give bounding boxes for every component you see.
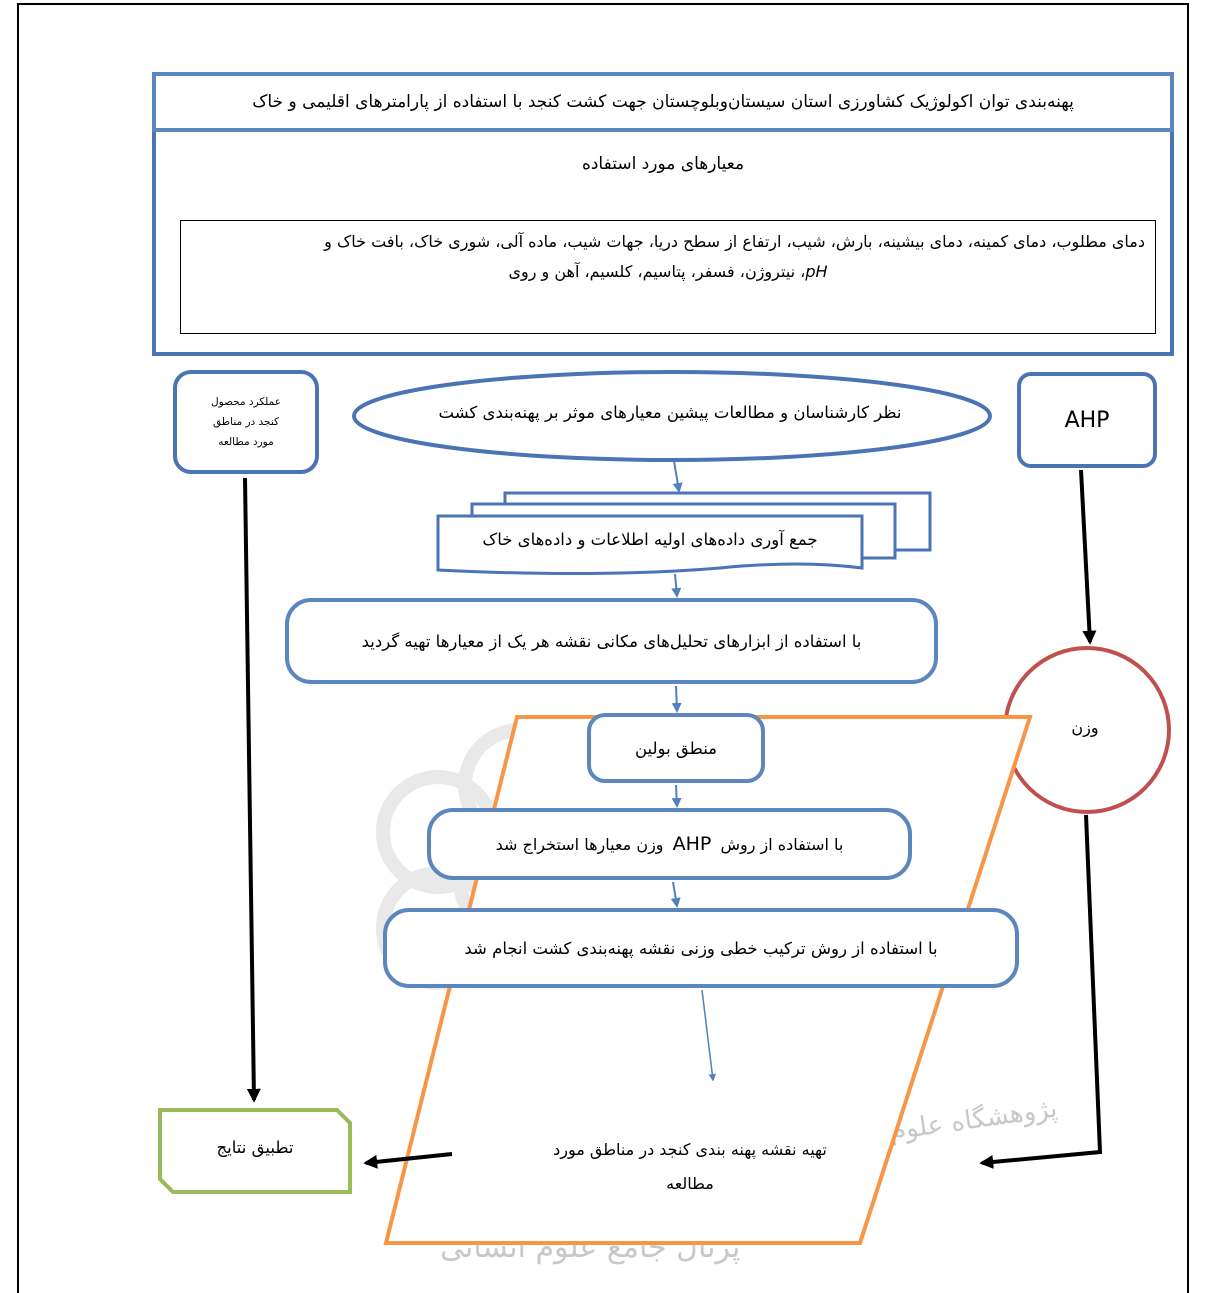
results-box-label: تطبیق نتایج	[216, 1138, 294, 1157]
criteria-section: معیارهای مورد استفاده دمای مطلوب، دمای ک…	[152, 132, 1174, 356]
arrow-boolean-to-ahp	[671, 784, 682, 808]
boolean-step-label: منطق بولین	[634, 738, 718, 758]
expert-ellipse	[352, 370, 992, 462]
page-frame	[17, 3, 1189, 1293]
criteria-line-2: pH، نیتروژن، فسفر، پتاسیم، کلسیم، آهن و …	[191, 257, 1145, 287]
map-line-2: مطالعه	[666, 1174, 714, 1193]
wlc-step-label: با استفاده از روش ترکیب خطی وزنی نقشه په…	[464, 938, 938, 958]
arrow-stack-to-gis	[671, 573, 682, 598]
ahp-box-label: AHP	[1064, 407, 1110, 433]
arrow-weight-to-map	[979, 814, 1103, 1169]
results-box-shape	[158, 1108, 352, 1194]
yield-line-1: عملکرد محصول	[211, 396, 281, 408]
criteria-heading: معیارهای مورد استفاده	[581, 154, 745, 174]
arrow-ellipse-to-stack	[672, 460, 683, 493]
ahp-step-prefix: با استفاده از روش	[720, 835, 844, 854]
criteria-list: دمای مطلوب، دمای کمینه، دمای بیشینه، بار…	[180, 220, 1156, 334]
criteria-line-1: دمای مطلوب، دمای کمینه، دمای بیشینه، بار…	[324, 232, 1145, 251]
arrow-ahp-to-wlc	[670, 881, 681, 908]
arrow-ahp-to-weight	[1079, 469, 1097, 645]
arrow-yield-to-results	[243, 477, 261, 1103]
map-line-1: تهیه نقشه پهنه بندی کنجد در مناطق مورد	[553, 1140, 827, 1159]
ahp-step-box: با استفاده از روش AHP وزن معیارها استخرا…	[427, 808, 912, 880]
gis-step-box: با استفاده از ابزارهای تحلیل‌های مکانی ن…	[285, 598, 938, 684]
map-parallelogram-label: تهیه نقشه پهنه بندی کنجد در مناطق مورد م…	[490, 1133, 890, 1201]
yield-line-3: مورد مطالعه	[218, 436, 274, 448]
ahp-step-text: با استفاده از روش AHP وزن معیارها استخرا…	[496, 833, 844, 855]
criteria-ph: pH	[805, 262, 828, 281]
weight-circle-label: وزن	[1071, 718, 1099, 737]
diagram-title-text: پهنه‌بندی توان اکولوژیک کشاورزی استان سی…	[252, 92, 1074, 112]
yield-line-2: کنجد در مناطق	[213, 416, 279, 428]
ahp-step-suffix: وزن معیارها استخراج شد	[495, 835, 664, 854]
arrow-wlc-to-parallelogram	[701, 989, 716, 1082]
diagram-title: پهنه‌بندی توان اکولوژیک کشاورزی استان سی…	[152, 72, 1174, 132]
ahp-step-method: AHP	[672, 833, 712, 855]
arrow-map-to-results	[363, 1152, 453, 1169]
expert-ellipse-label: نظر کارشناسان و مطالعات پیشین معیارهای م…	[438, 403, 902, 422]
yield-data-box: عملکرد محصول کنجد در مناطق مورد مطالعه	[173, 370, 319, 474]
data-collection-label: جمع آوری داده‌های اولیه اطلاعات و داده‌ه…	[482, 530, 818, 549]
gis-step-label: با استفاده از ابزارهای تحلیل‌های مکانی ن…	[361, 631, 862, 651]
criteria-line-2-rest: ، نیتروژن، فسفر، پتاسیم، کلسیم، آهن و رو…	[508, 262, 806, 281]
data-collection-stack	[436, 491, 932, 576]
boolean-step-box: منطق بولین	[587, 713, 765, 783]
ahp-box: AHP	[1017, 372, 1157, 468]
arrow-gis-to-boolean	[671, 685, 682, 713]
wlc-step-box: با استفاده از روش ترکیب خطی وزنی نقشه په…	[383, 908, 1019, 988]
